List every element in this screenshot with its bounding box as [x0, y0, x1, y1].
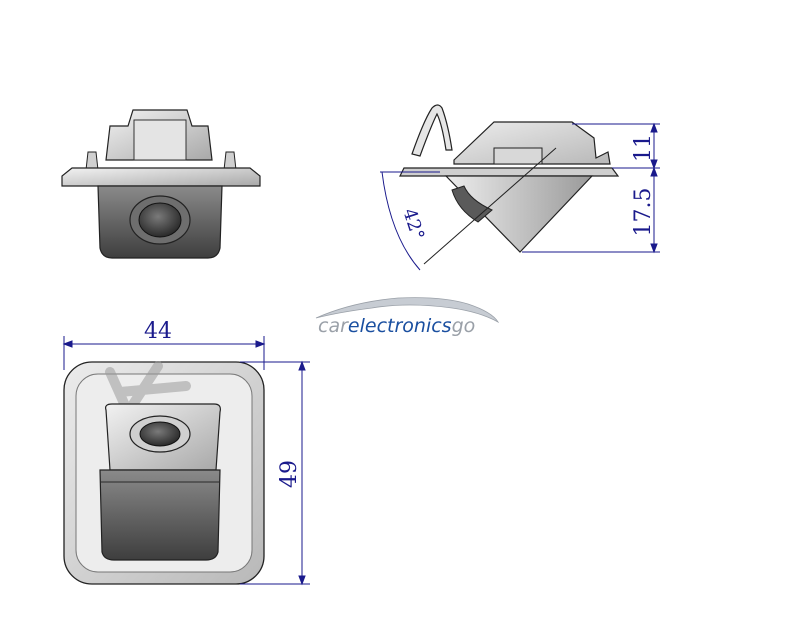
- dim-width: 44: [144, 319, 172, 344]
- dim-height: 49: [277, 460, 302, 488]
- front-view-left-clip: [85, 151, 99, 171]
- top-view-dimensions: [62, 336, 310, 586]
- logo-part-car: car: [318, 315, 349, 337]
- watermark-logo: carelectronicsgo: [315, 297, 500, 337]
- logo-part-electronics: electronics: [348, 315, 452, 337]
- side-view-hook: [411, 104, 453, 157]
- top-view-lens: [139, 421, 181, 447]
- dim-angle: 42°: [398, 206, 428, 243]
- logo-car-swoosh-icon: [315, 297, 500, 324]
- front-view-flange: [61, 167, 261, 187]
- front-view-lens: [138, 202, 182, 238]
- logo-text: carelectronicsgo: [318, 315, 475, 337]
- dim-height-top: 11: [631, 134, 656, 162]
- top-view: [63, 361, 265, 585]
- logo-part-go: go: [452, 315, 476, 337]
- side-view: [399, 104, 620, 265]
- dim-height-body: 17.5: [631, 188, 656, 237]
- top-view-body: [99, 469, 221, 561]
- side-view-axis-line: [423, 147, 557, 265]
- side-view-dimensions: [380, 122, 660, 271]
- front-view-right-clip: [223, 151, 237, 171]
- side-view-flange: [399, 167, 620, 177]
- front-view-tab-slot: [133, 119, 187, 161]
- front-view: [61, 109, 261, 259]
- side-view-top-box: [493, 147, 543, 165]
